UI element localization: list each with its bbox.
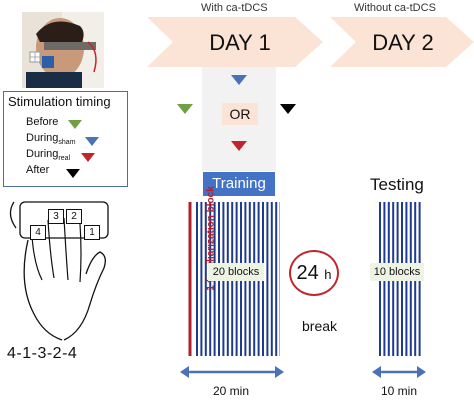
day2-label: DAY 2 xyxy=(372,30,434,55)
rest-unit: h xyxy=(324,267,332,282)
legend-after-label: After xyxy=(26,164,50,176)
legend-real-sub: real xyxy=(58,155,71,163)
day1-label: DAY 1 xyxy=(209,30,271,55)
legend-sham-sub: sham xyxy=(58,139,76,147)
legend-during-real-icon xyxy=(81,153,95,162)
legend-before-icon xyxy=(68,120,82,129)
testing-blocks-label: 10 blocks xyxy=(370,263,424,281)
key-4: 4 xyxy=(30,225,46,240)
testing-duration: 10 min xyxy=(381,384,418,398)
before-marker xyxy=(177,104,193,114)
training-duration: 20 min xyxy=(213,384,250,398)
break-label: break xyxy=(302,318,338,334)
day2-chevron xyxy=(330,17,474,67)
rest-hours: 24 xyxy=(296,262,319,284)
participant-photo xyxy=(22,12,104,88)
training-label: Training xyxy=(203,172,275,196)
rest-interval-circle: 24 h xyxy=(289,250,339,296)
familiarization-block-label: 1 familiarization block xyxy=(205,186,217,291)
after-marker xyxy=(280,104,296,114)
key-2: 2 xyxy=(66,209,82,224)
key-sequence: 4-1-3-2-4 xyxy=(7,345,78,362)
legend-during-real-label: During xyxy=(26,148,59,160)
without-catdcs-label: Without ca-tDCS xyxy=(354,2,436,14)
during-real-marker xyxy=(231,141,247,151)
legend-before: Before xyxy=(26,116,58,128)
legend-after-icon xyxy=(66,169,80,178)
legend-during-real: Duringreal xyxy=(26,148,70,162)
day1-chevron xyxy=(147,17,323,67)
key-1: 1 xyxy=(84,225,100,240)
or-label: OR xyxy=(222,103,258,125)
with-catdcs-label: With ca-tDCS xyxy=(201,2,268,14)
training-duration-arrow xyxy=(180,366,284,378)
legend-during-sham: Duringsham xyxy=(26,132,76,146)
legend-title: Stimulation timing xyxy=(8,94,111,109)
legend-during-sham-label: During xyxy=(26,132,59,144)
testing-label: Testing xyxy=(370,175,424,194)
testing-duration-arrow xyxy=(372,366,426,378)
legend-during-sham-icon xyxy=(85,137,99,146)
training-blocks-label: 20 blocks xyxy=(208,263,264,281)
key-3: 3 xyxy=(48,209,64,224)
legend-before-label: Before xyxy=(26,116,59,128)
legend-after: After xyxy=(26,164,49,176)
during-sham-marker xyxy=(231,75,247,85)
stimulation-timing-legend: Stimulation timing Before Duringsham Dur… xyxy=(3,91,128,187)
